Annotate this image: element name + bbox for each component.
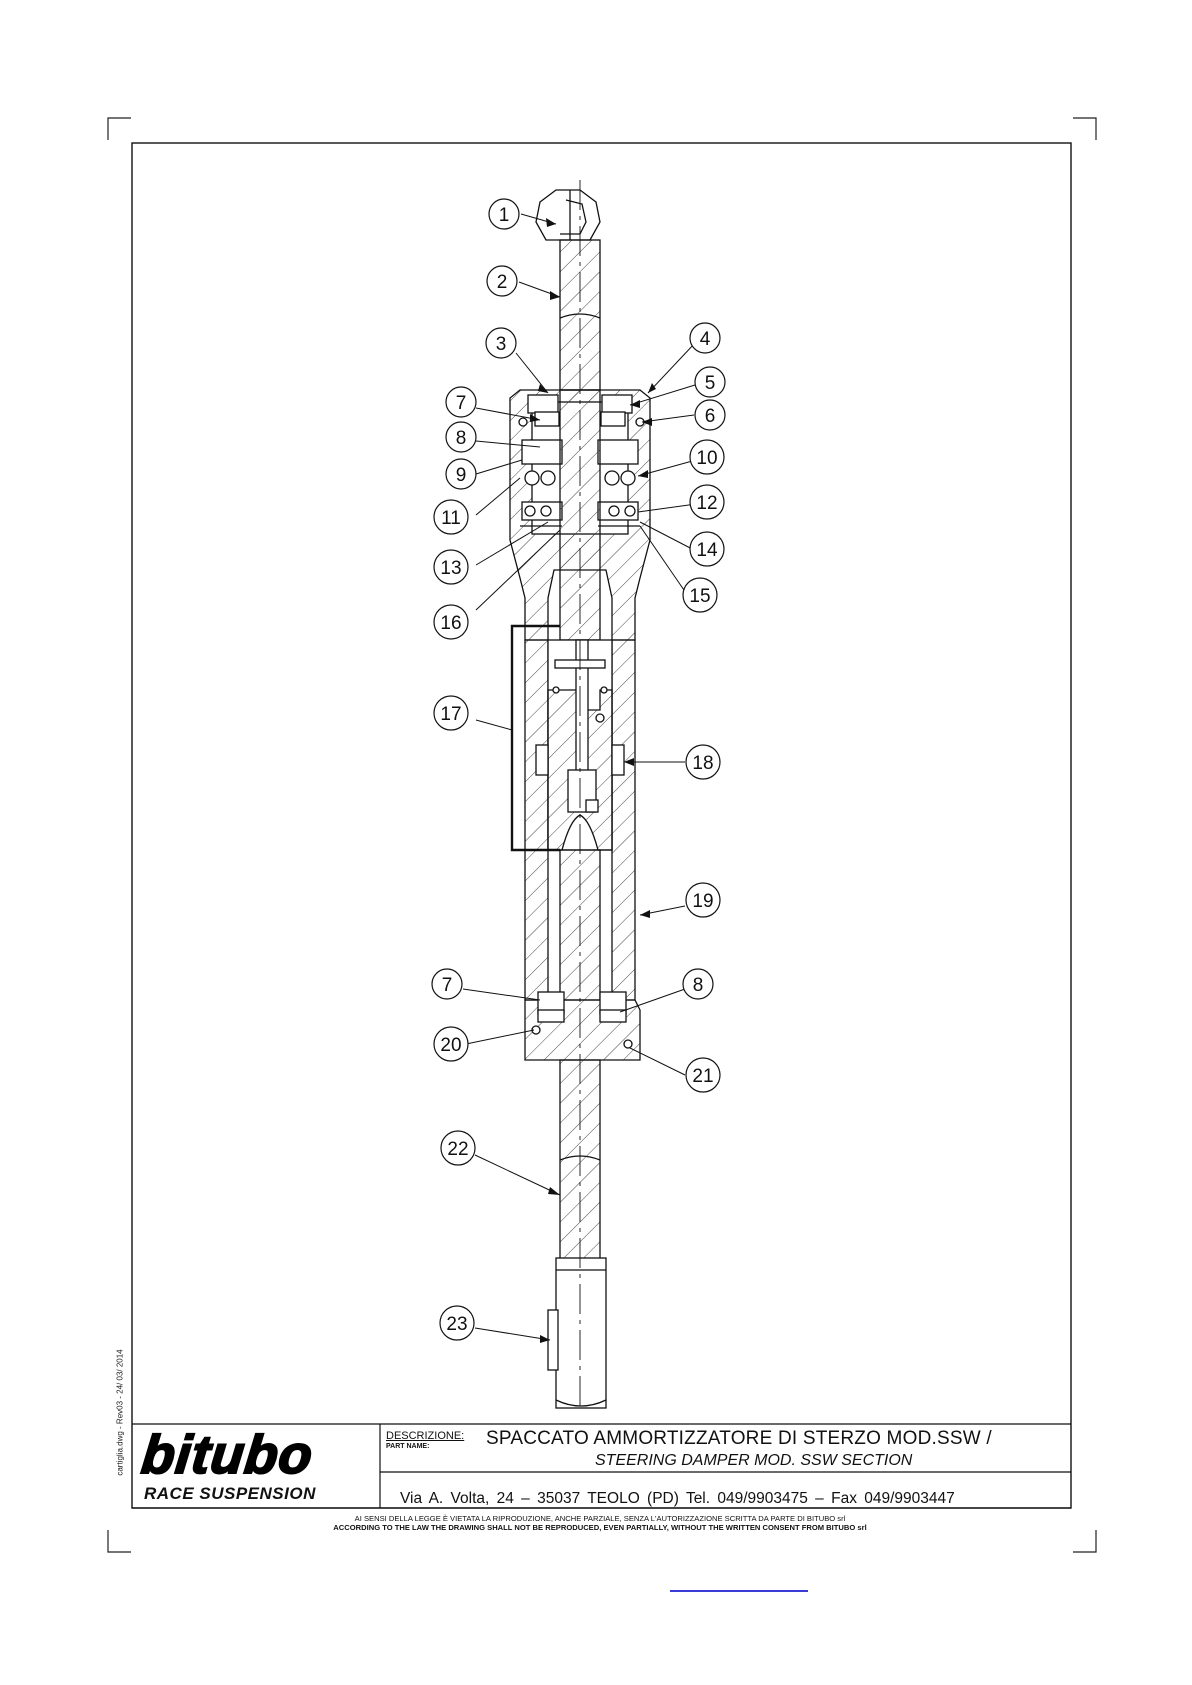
revision-note-text: cartiglia.dwg - Rev03 - 24/ 03/ 2014 — [115, 1349, 125, 1476]
legal-notice-italian: AI SENSI DELLA LEGGE È VIETATA LA RIPROD… — [354, 1514, 846, 1523]
brand-logo-block: bitubo RACE SUSPENSION — [136, 1424, 376, 1512]
callout-label: 19 — [692, 891, 713, 912]
brand-subtitle: RACE SUSPENSION — [144, 1484, 316, 1503]
callout-label: 9 — [456, 465, 467, 486]
callout-heads — [530, 218, 656, 1343]
callout-label: 23 — [446, 1314, 467, 1335]
revision-note: cartiglia.dwg - Rev03 - 24/ 03/ 2014 — [110, 1338, 126, 1498]
callout-numbers: 1 2 3 4 5 6 7 8 9 10 11 12 13 14 15 16 1… — [440, 205, 718, 1335]
callout-bubbles — [431, 198, 726, 1341]
callout-label: 7 — [442, 975, 453, 996]
callout-label: 11 — [441, 508, 461, 529]
title-block-lines — [132, 1423, 1071, 1509]
callout-label: 10 — [696, 448, 717, 469]
top-nut — [535, 189, 601, 241]
callout-label: 5 — [705, 373, 716, 394]
company-address: Via A. Volta, 24 – 35037 TEOLO (PD) Tel.… — [400, 1490, 955, 1507]
callout-label: 12 — [696, 493, 717, 514]
callout-label: 14 — [696, 540, 718, 561]
brand-logo: bitubo — [138, 1424, 317, 1486]
damper-assembly — [509, 180, 651, 1410]
callout-label: 3 — [496, 334, 507, 355]
callout-label: 16 — [440, 613, 461, 634]
legal-notice-english: ACCORDING TO THE LAW THE DRAWING SHALL N… — [333, 1523, 867, 1532]
title-english: STEERING DAMPER MOD. SSW SECTION — [595, 1452, 913, 1469]
title-italian: SPACCATO AMMORTIZZATORE DI STERZO MOD.SS… — [486, 1428, 992, 1449]
callout-label: 1 — [499, 205, 510, 226]
callout-label: 21 — [692, 1066, 713, 1087]
callout-label: 17 — [440, 704, 461, 725]
callout-label: 4 — [700, 329, 711, 350]
part-name-label: PART NAME: — [386, 1443, 430, 1450]
callout-label: 8 — [693, 975, 704, 996]
callout-label: 22 — [447, 1139, 468, 1160]
description-label: DESCRIZIONE: — [386, 1430, 465, 1442]
callout-label: 20 — [440, 1035, 461, 1056]
callout-label: 8 — [456, 428, 467, 449]
crop-marks — [107, 117, 1097, 1553]
rod-end — [555, 1257, 607, 1409]
cylinder-body — [524, 639, 549, 1001]
callout-label: 2 — [497, 272, 508, 293]
callout-label: 15 — [689, 586, 710, 607]
callout-label: 18 — [692, 753, 713, 774]
callout-label: 13 — [440, 558, 461, 579]
callout-label: 7 — [456, 393, 467, 414]
callout-label: 6 — [705, 406, 716, 427]
hyperlink-underline[interactable] — [670, 1590, 808, 1592]
